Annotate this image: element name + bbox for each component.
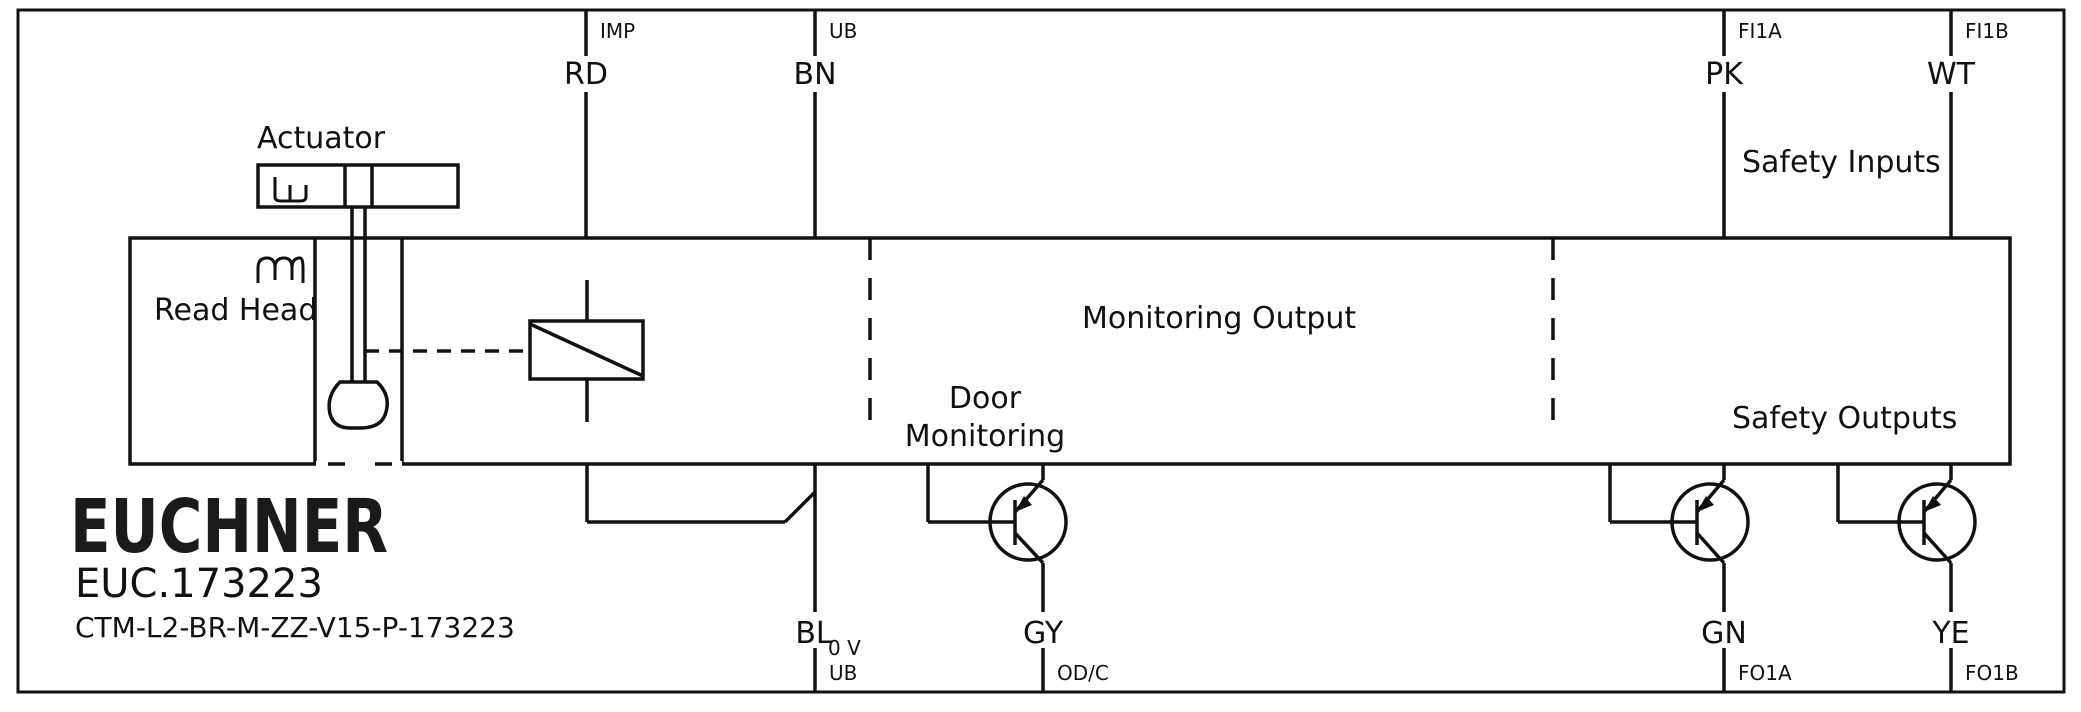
pin-signal-imp: IMP xyxy=(600,19,635,43)
pin-color-gy: GY xyxy=(1023,616,1064,651)
relay-coil-icon xyxy=(528,280,645,422)
read-head-coil-icon xyxy=(256,256,305,283)
actuator xyxy=(256,163,460,430)
label-monitoring: Monitoring xyxy=(905,419,1065,454)
actuator-coil-icon xyxy=(273,177,308,203)
pin-color-bl: BL xyxy=(795,616,833,651)
pnp-transistor-ye xyxy=(1836,464,1977,692)
pin-color-pk: PK xyxy=(1705,57,1744,92)
pin-color-gn: GN xyxy=(1701,616,1747,651)
label-safety-outputs: Safety Outputs xyxy=(1732,401,1957,436)
pnp-transistor-icon xyxy=(926,464,1068,692)
pin-signal-fo1a: FO1A xyxy=(1738,661,1792,685)
order-number: EUC.173223 xyxy=(75,561,323,607)
pin-signal-odc: OD/C xyxy=(1057,661,1109,685)
pin-signal-fo1b: FO1B xyxy=(1965,661,2019,685)
pin-color-wt: WT xyxy=(1927,57,1976,92)
contact-switch xyxy=(585,464,817,692)
pin-color-bn: BN xyxy=(793,57,836,92)
label-read-head: Read Head xyxy=(154,293,317,328)
label-door: Door xyxy=(949,381,1022,416)
model-number: CTM-L2-BR-M-ZZ-V15-P-173223 xyxy=(75,611,515,644)
pin-color-ye: YE xyxy=(1931,616,1969,651)
pin-color-rd: RD xyxy=(564,57,608,92)
pin-voltage-0v: 0 V xyxy=(828,636,861,660)
label-monitoring-output: Monitoring Output xyxy=(1082,301,1356,336)
label-actuator: Actuator xyxy=(257,121,386,156)
outer-frame xyxy=(16,8,2066,694)
pin-signal-ub-top: UB xyxy=(829,19,857,43)
euchner-logo: EUCHNER xyxy=(70,484,388,570)
pnp-transistor-gn xyxy=(1608,464,1750,692)
device-body xyxy=(128,236,2012,466)
pin-signal-fi1b: FI1B xyxy=(1965,19,2009,43)
label-safety-inputs: Safety Inputs xyxy=(1742,145,1941,180)
pin-signal-fi1a: FI1A xyxy=(1738,19,1782,43)
pin-signal-ub-bottom: UB xyxy=(829,661,857,685)
